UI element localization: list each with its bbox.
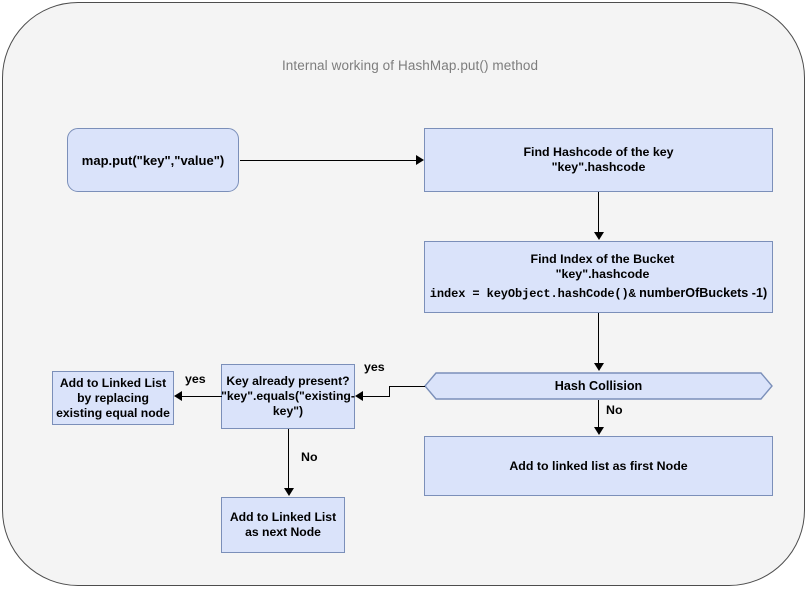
- node-map-put[interactable]: map.put("key","value"): [67, 128, 239, 192]
- node-find-hashcode-line2: "key".hashcode: [551, 160, 646, 174]
- node-find-hashcode-text: Find Hashcode of the key "key".hashcode: [523, 145, 673, 175]
- node-add-as-next-node-line1: Add to Linked List: [229, 510, 337, 524]
- edge-collision-yes-segment1: [390, 385, 425, 387]
- hexagon-shape: [424, 372, 773, 400]
- node-add-as-next-node[interactable]: Add to Linked List as next Node: [221, 497, 345, 553]
- node-key-already-present-line3: key"): [272, 404, 304, 418]
- edge-index-to-collision: [597, 313, 599, 364]
- node-add-by-replacing-text: Add to Linked List by replacing existing…: [56, 376, 170, 421]
- node-hash-collision[interactable]: Hash Collision: [424, 372, 773, 400]
- node-add-by-replacing-line2: by replacing: [77, 390, 149, 405]
- node-find-index-line1: Find Index of the Bucket: [530, 252, 675, 266]
- edge-hashcode-to-index: [597, 192, 599, 233]
- edge-label-collision-no: No: [606, 403, 623, 417]
- node-add-as-next-node-line2: as next Node: [245, 525, 321, 539]
- node-add-as-next-node-text: Add to Linked List as next Node: [230, 510, 336, 540]
- node-key-already-present-line1: Key already present?: [226, 374, 350, 388]
- node-key-already-present-line2: "key".equals("existing-: [221, 389, 355, 403]
- edge-collision-yes-segment2: [389, 385, 391, 397]
- node-add-by-replacing[interactable]: Add to Linked List by replacing existing…: [52, 371, 174, 425]
- edge-collision-yes-segment3: [363, 395, 390, 397]
- edge-label-collision-yes: yes: [364, 360, 385, 374]
- edge-collision-no-to-first-node: [597, 400, 599, 428]
- node-key-already-present[interactable]: Key already present? "key".equals("exist…: [221, 364, 355, 429]
- node-find-index[interactable]: Find Index of the Bucket "key".hashcode …: [424, 241, 773, 313]
- node-find-index-heading: Find Index of the Bucket "key".hashcode: [425, 242, 772, 282]
- node-add-first-node-label: Add to linked list as first Node: [509, 458, 688, 473]
- edge-present-yes-arrowhead: [174, 391, 182, 401]
- edge-index-to-collision-arrowhead: [593, 363, 604, 371]
- edge-collision-no-arrowhead: [593, 427, 604, 435]
- edge-present-no-to-next-node: [287, 429, 289, 489]
- formula-sans-part: numberOfBuckets -1): [639, 286, 768, 300]
- node-add-by-replacing-line3: existing equal node: [56, 405, 170, 420]
- edge-label-present-yes: yes: [185, 372, 206, 386]
- page-title: Internal working of HashMap.put() method: [281, 58, 539, 73]
- edge-start-to-hashcode-arrowhead: [416, 155, 424, 165]
- node-key-already-present-text: Key already present? "key".equals("exist…: [221, 374, 355, 419]
- node-map-put-label: map.put("key","value"): [81, 152, 225, 168]
- edge-label-present-no: No: [301, 450, 318, 464]
- node-find-hashcode[interactable]: Find Hashcode of the key "key".hashcode: [424, 128, 773, 192]
- edge-start-to-hashcode: [240, 159, 417, 161]
- edge-present-no-arrowhead: [283, 488, 294, 496]
- edge-hashcode-to-index-arrowhead: [593, 232, 604, 240]
- edge-collision-yes-arrowhead: [355, 391, 363, 401]
- edge-present-yes-to-replacing: [182, 395, 222, 397]
- node-find-index-formula: index = keyObject.hashCode()& numberOfBu…: [425, 286, 772, 302]
- node-add-by-replacing-line1: Add to Linked List: [59, 375, 167, 390]
- node-add-first-node[interactable]: Add to linked list as first Node: [424, 436, 773, 496]
- node-find-hashcode-line1: Find Hashcode of the key: [523, 145, 674, 159]
- formula-mono-part: index = keyObject.hashCode()&: [429, 287, 636, 301]
- node-find-index-line2: "key".hashcode: [555, 267, 650, 281]
- node-hash-collision-label: Hash Collision: [554, 379, 643, 393]
